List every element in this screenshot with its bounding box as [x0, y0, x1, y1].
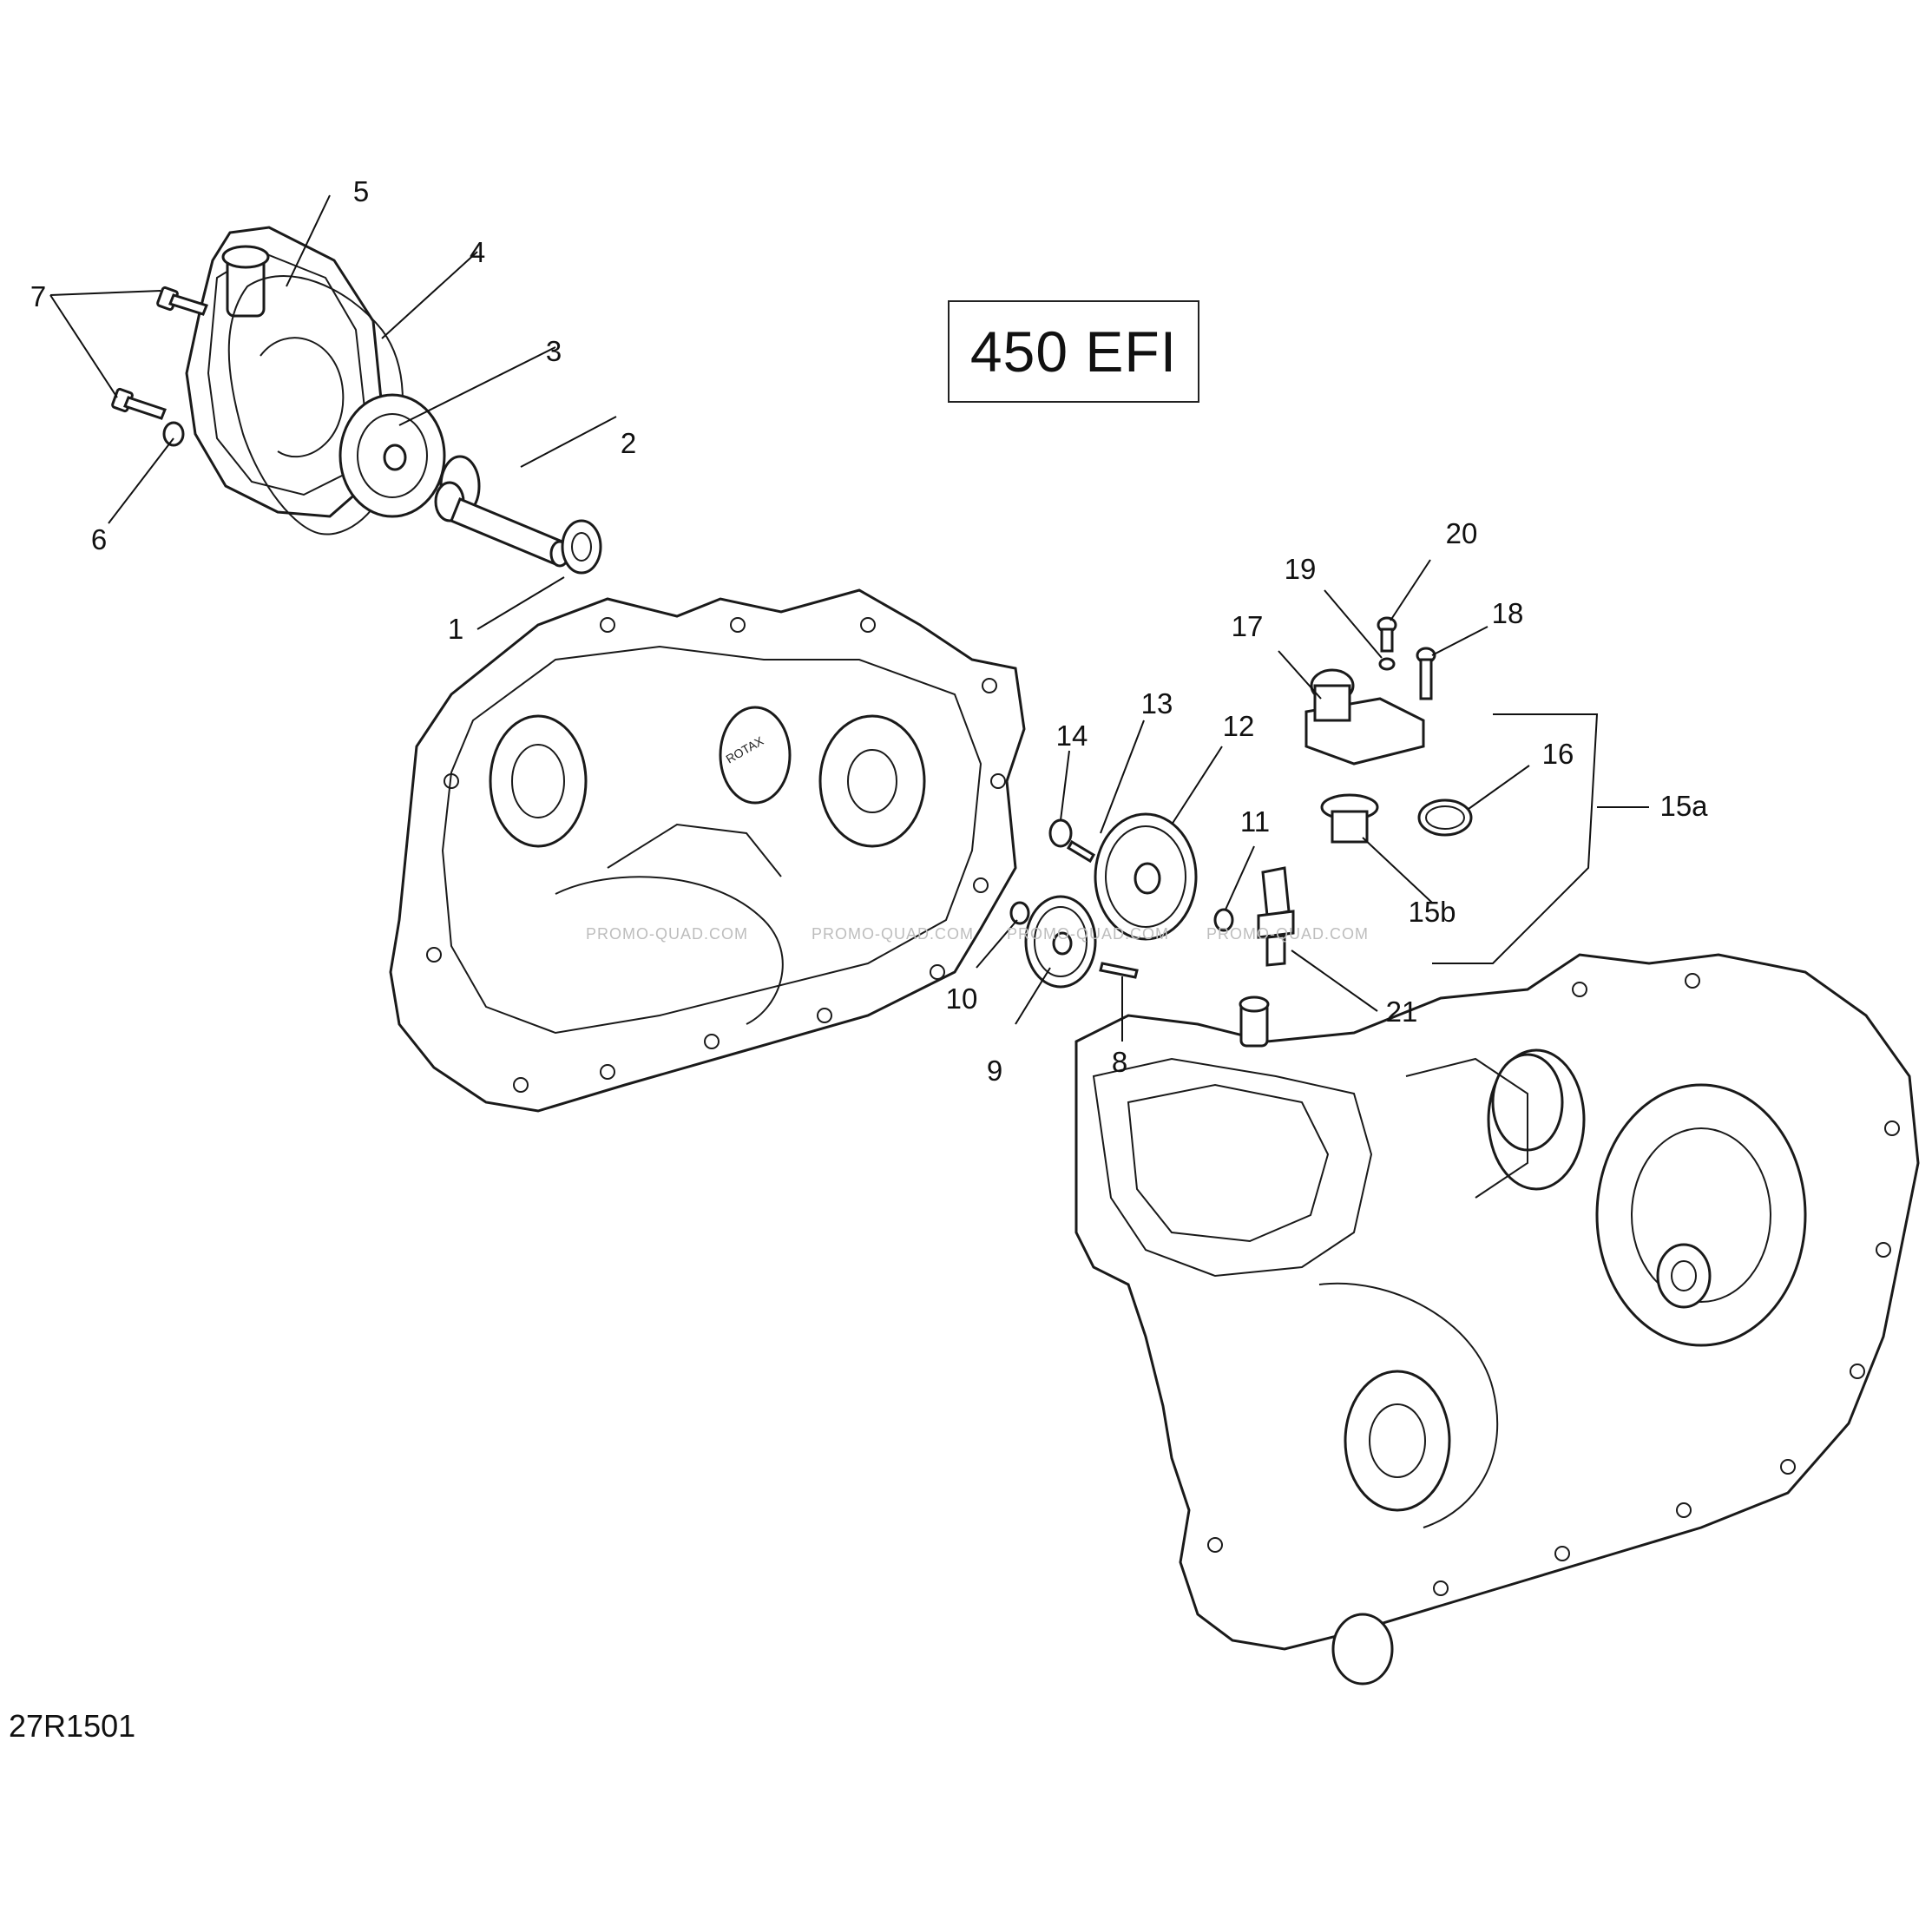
gear-small	[1024, 895, 1097, 989]
o-ring	[1417, 798, 1473, 837]
callout-10: 10	[946, 982, 978, 1015]
pump-shaft	[434, 455, 570, 568]
crankcase-left-half: ROTAX	[389, 588, 1026, 1113]
callout-8: 8	[1112, 1046, 1127, 1078]
water-pump-housing	[185, 226, 384, 518]
callout-18: 18	[1492, 597, 1524, 629]
watermark-text: PROMO-QUAD.COM	[1007, 925, 1169, 943]
callout-15b: 15b	[1408, 896, 1456, 928]
watermark-text: PROMO-QUAD.COM	[1206, 925, 1369, 943]
thermostat	[1320, 793, 1379, 844]
drawing-number: 27R1501	[9, 1708, 136, 1744]
callout-2: 2	[621, 427, 636, 459]
callout-6: 6	[91, 523, 107, 555]
callout-17: 17	[1232, 610, 1264, 642]
callout-13: 13	[1141, 687, 1173, 720]
callout-5: 5	[353, 175, 369, 207]
gasket	[227, 275, 404, 536]
gear-large	[1094, 812, 1198, 941]
callout-numbers: 1 2 3 4 5 6 7 8 9 10 11 12 13 14 15a 15b…	[30, 175, 1708, 1087]
crankcase-right-half	[1074, 953, 1920, 1686]
screws	[111, 286, 208, 447]
callout-12: 12	[1223, 710, 1255, 742]
model-label: 450 EFI	[948, 300, 1199, 403]
callout-11: 11	[1240, 805, 1270, 838]
callout-14: 14	[1056, 720, 1088, 752]
callout-16: 16	[1542, 738, 1574, 770]
impeller	[338, 393, 446, 518]
callout-1: 1	[448, 613, 463, 645]
callout-15a: 15a	[1659, 790, 1708, 822]
oil-seal	[561, 519, 602, 575]
callout-20: 20	[1446, 517, 1478, 549]
leader-lines	[49, 194, 1649, 1042]
callout-7: 7	[30, 280, 46, 312]
watermark-text: PROMO-QUAD.COM	[812, 925, 974, 943]
callout-3: 3	[546, 335, 562, 367]
thermostat-housing	[1304, 668, 1425, 766]
assembly-bracket	[1432, 713, 1599, 964]
callout-19: 19	[1285, 553, 1317, 585]
temperature-sensor	[1257, 866, 1295, 967]
thermostat-screws	[1377, 616, 1436, 700]
callout-21: 21	[1386, 996, 1418, 1028]
watermark-text: PROMO-QUAD.COM	[586, 925, 748, 943]
watermarks: PROMO-QUAD.COM PROMO-QUAD.COM PROMO-QUAD…	[586, 925, 1369, 943]
callout-9: 9	[987, 1055, 1002, 1087]
callout-4: 4	[470, 236, 485, 268]
